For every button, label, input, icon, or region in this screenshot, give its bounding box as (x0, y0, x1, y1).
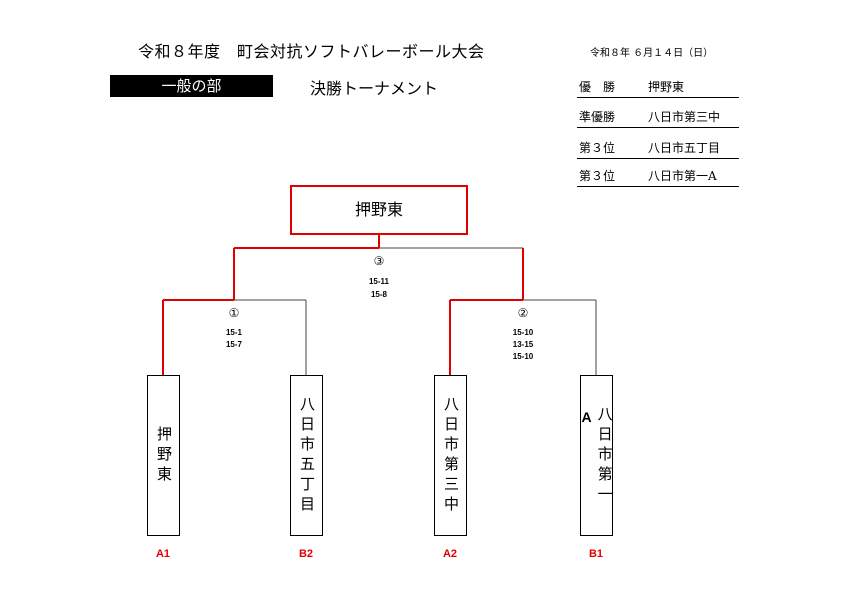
result-row-runner-up: 準優勝 八日市第三中 (577, 107, 739, 128)
team-name: 八日市第三中 (442, 395, 460, 516)
m2-score-2: 13-15 (512, 340, 534, 349)
seed-label-a2: A2 (442, 548, 458, 560)
result-team: 八日市第一A (648, 169, 717, 183)
team-suffix: A (581, 408, 597, 425)
team-box-b1: 八日市第一 A (580, 375, 614, 536)
seed-label-a1: A1 (155, 548, 171, 560)
result-row-third: 第３位 八日市五丁目 (577, 138, 739, 159)
final-match-number: ③ (373, 254, 385, 268)
division-label: 一般の部 (110, 75, 273, 97)
result-team: 八日市五丁目 (648, 141, 721, 155)
result-team: 押野東 (648, 80, 685, 94)
team-box-a1: 押野東 (147, 375, 180, 536)
result-rank: 第３位 (579, 169, 616, 183)
result-row-champion: 優 勝 押野東 (577, 77, 739, 98)
team-name: 八日市五丁目 (298, 395, 316, 516)
tournament-title: 令和８年度 町会対抗ソフトバレーボール大会 (138, 42, 485, 61)
seed-label-b1: B1 (588, 548, 604, 560)
result-rank: 準優勝 (579, 110, 616, 124)
team-box-a2: 八日市第三中 (434, 375, 467, 536)
team-box-b2: 八日市五丁目 (290, 375, 323, 536)
seed-label-b2: B2 (298, 548, 314, 560)
m2-score-1: 15-10 (512, 328, 534, 337)
m2-match-number: ② (517, 306, 529, 320)
result-team: 八日市第三中 (648, 110, 721, 124)
m1-score-2: 15-7 (225, 340, 242, 349)
m1-score-1: 15-1 (225, 328, 242, 337)
event-date: 令和８年 ６月１４日（日） (590, 48, 714, 59)
bracket-subtitle: 決勝トーナメント (310, 79, 439, 98)
result-rank: 第３位 (579, 141, 616, 155)
team-name: 押野東 (155, 425, 173, 486)
result-row-third-2: 第３位 八日市第一A (577, 166, 739, 187)
result-rank: 優 勝 (579, 80, 616, 94)
m1-match-number: ① (228, 306, 240, 320)
final-score-2: 15-8 (370, 290, 387, 299)
final-score-1: 15-11 (368, 277, 390, 286)
champion-box: 押野東 (290, 185, 468, 235)
team-name-wrapper: 八日市第一 A (581, 405, 614, 506)
m2-score-3: 15-10 (512, 352, 534, 361)
team-name: 八日市第一 (595, 405, 614, 506)
